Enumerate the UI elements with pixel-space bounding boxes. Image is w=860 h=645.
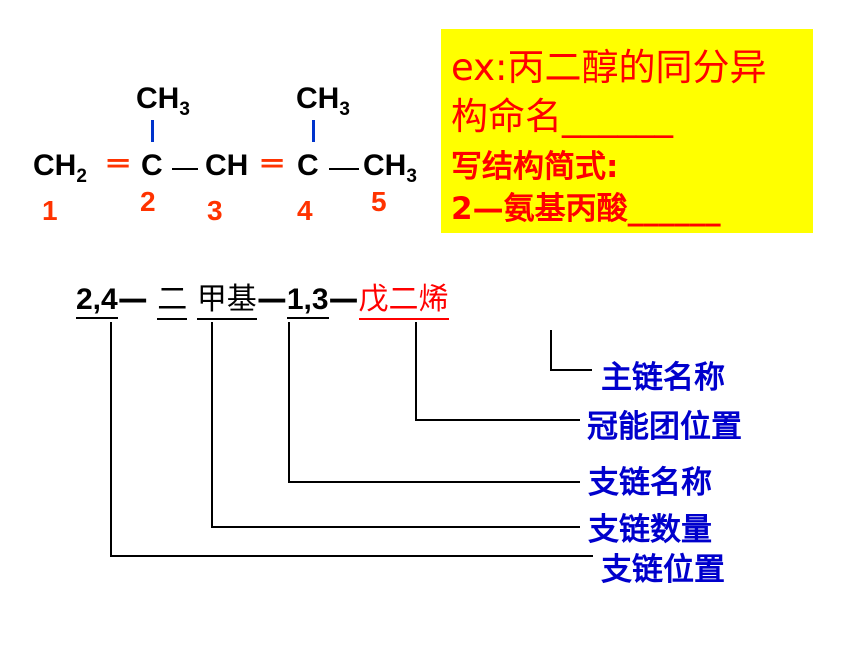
connector-branch-position (110, 322, 593, 557)
exercise-line-2: 构命名______ (451, 95, 673, 138)
bond-vertical-right (312, 120, 315, 142)
bond-vertical-left (151, 120, 154, 142)
name-dash-1: — (117, 282, 148, 317)
name-dash-3: — (328, 282, 359, 317)
name-substituent: 甲基 (196, 282, 257, 320)
methyl-top-left: CH3 (136, 82, 190, 120)
name-parent-chain: 戊二烯 (358, 282, 449, 320)
double-bond-2: ═ (262, 144, 283, 184)
single-bond-2 (329, 168, 359, 170)
label-branch-count: 支链数量 (588, 512, 712, 548)
carbon-number-3: 3 (207, 195, 223, 226)
methyl-top-right: CH3 (296, 82, 350, 120)
label-fg-position: 冠能团位置 (587, 409, 742, 445)
iupac-name: 2,4— 二 甲基—1,3—戊二烯 (76, 274, 449, 320)
atom-ch3-end: CH3 (363, 149, 417, 187)
connector-branch-name (288, 322, 580, 483)
carbon-number-1: 1 (42, 195, 58, 226)
atom-c4: C (297, 149, 319, 182)
exercise-line-3: 写结构简式: (451, 149, 619, 185)
label-branch-position: 支链位置 (601, 552, 725, 588)
single-bond-1 (172, 168, 198, 170)
exercise-blank-2: ______ (627, 191, 721, 227)
label-main-chain: 主链名称 (601, 360, 725, 396)
exercise-blank-1: ______ (562, 95, 673, 138)
name-positions: 1,3 (286, 283, 329, 319)
atom-c2: C (141, 149, 163, 182)
connector-fg-position (415, 322, 580, 421)
carbon-number-5: 5 (371, 186, 387, 217)
name-dash-2: — (256, 282, 287, 317)
atom-ch: CH (205, 149, 249, 182)
exercise-line-1: ex:丙二醇的同分异 (451, 46, 767, 89)
name-locants: 2,4 (76, 283, 118, 319)
double-bond-1: ═ (108, 144, 129, 184)
exercise-box: ex:丙二醇的同分异 构命名______ 写结构简式: 2—氨基丙酸______ (441, 29, 813, 233)
connector-main-chain (550, 330, 592, 371)
connector-branch-count (211, 322, 580, 528)
carbon-number-4: 4 (297, 195, 313, 226)
name-count: 二 (157, 282, 188, 320)
exercise-line-4: 2—氨基丙酸______ (451, 191, 721, 227)
carbon-number-2: 2 (140, 186, 156, 217)
atom-ch2: CH2 (33, 149, 87, 187)
label-branch-name: 支链名称 (588, 465, 712, 501)
